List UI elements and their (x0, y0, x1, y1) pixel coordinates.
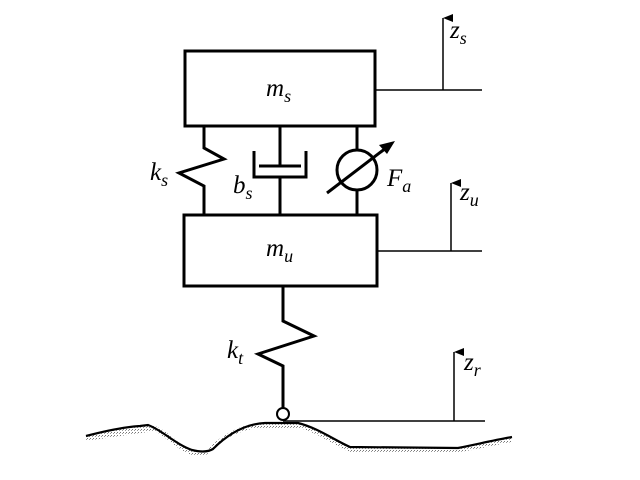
zu-label: zu (459, 179, 479, 210)
zs-label: zs (449, 17, 467, 48)
tire-contact-point (276, 407, 290, 421)
suspension-damper (252, 126, 308, 215)
actuator-arrow-icon (326, 146, 387, 195)
zr-label: zr (463, 349, 482, 380)
suspension-spring (175, 126, 228, 215)
tire-spring-label: kt (227, 337, 244, 368)
damper-label: bs (233, 172, 253, 203)
suspension-spring-label: ks (150, 159, 168, 190)
road-surface (85, 421, 513, 456)
actuator-label: Fa (386, 165, 411, 196)
tire-spring (253, 286, 319, 408)
sprung-mass-label: ms (266, 75, 291, 106)
unsprung-mass-label: mu (266, 235, 293, 266)
actuator (326, 126, 395, 215)
